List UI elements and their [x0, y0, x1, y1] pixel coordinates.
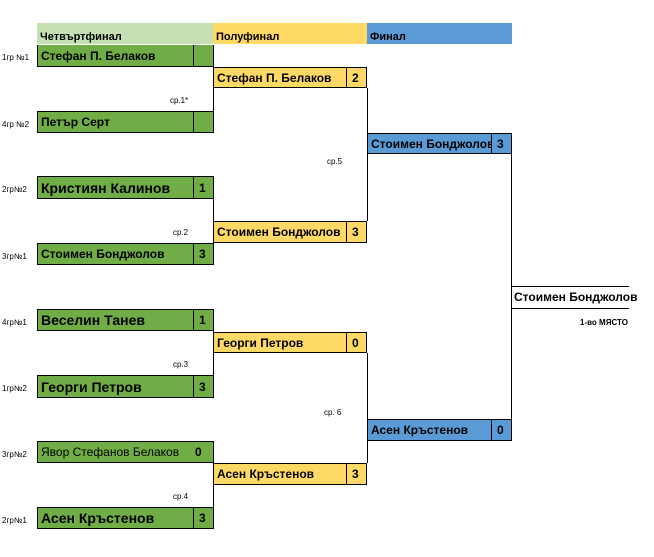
bracket-line	[213, 331, 214, 375]
player-score: 3	[193, 376, 213, 397]
bracket-line	[511, 308, 629, 309]
player-score: 3	[346, 222, 366, 242]
quarterfinal-entry: Стоимен Бонджолов 3	[37, 243, 214, 265]
player-score: 3	[193, 508, 213, 528]
bracket-line	[367, 88, 368, 221]
bracket-line	[367, 353, 368, 463]
player-score: 1	[193, 310, 213, 330]
player-name: Стефан П. Белаков	[217, 70, 332, 85]
player-name: Стоимен Бонджолов	[217, 225, 341, 239]
match-label: ср.2	[173, 228, 189, 237]
player-name: Асен Кръстенов	[41, 510, 155, 526]
seed-label: 1гр№2	[2, 384, 27, 393]
seed-label: 2гр№2	[2, 185, 27, 194]
quarterfinal-entry: Георги Петров 3	[37, 375, 214, 398]
seed-label: 4гр№1	[2, 318, 27, 327]
player-score: 0	[346, 333, 366, 352]
quarterfinal-entry: Петър Серт	[37, 111, 214, 133]
match-label: ср.3	[173, 360, 189, 369]
player-score: 2	[346, 68, 366, 87]
player-name: Георги Петров	[41, 378, 142, 395]
bracket-line	[213, 463, 214, 507]
player-score: 0	[195, 445, 202, 459]
match-label: ср.4	[173, 492, 189, 501]
player-score	[193, 45, 213, 66]
semifinal-entry: Стефан П. Белаков 2	[213, 67, 367, 88]
header-quarterfinal: Четвъртфинал	[37, 23, 213, 44]
player-score: 3	[346, 464, 366, 484]
player-name: Асен Кръстенов	[371, 423, 469, 437]
champion-place: 1-во МЯСТО	[580, 318, 628, 327]
player-score: 0	[491, 420, 511, 440]
player-name: Стоимен Бонджолов	[371, 136, 491, 151]
player-name: Стоимен Бонджолов	[41, 247, 165, 261]
player-name: Стефан П. Белаков	[41, 48, 156, 63]
final-entry: Асен Кръстенов 0	[367, 419, 512, 441]
seed-label: 2гр№1	[2, 516, 27, 525]
player-score	[193, 112, 213, 132]
header-final: Финал	[367, 23, 512, 44]
header-semifinal: Полуфинал	[213, 23, 367, 44]
seed-label: 3гр№1	[2, 252, 27, 261]
match-label: ср. 6	[324, 408, 342, 417]
champion-name: Стоимен Бонджолов	[514, 290, 638, 304]
player-score: 3	[491, 134, 511, 153]
final-entry: Стоимен Бонджолов 3	[367, 133, 512, 154]
quarterfinal-entry: Стефан П. Белаков	[37, 45, 214, 67]
quarterfinal-entry: Асен Кръстенов 3	[37, 507, 214, 529]
seed-label: 4гр №2	[2, 120, 30, 129]
bracket-line	[511, 286, 629, 287]
seed-label: 3гр№2	[2, 450, 27, 459]
player-name: Петър Серт	[41, 115, 110, 129]
player-score: 3	[193, 244, 213, 264]
quarterfinal-entry: Явор Стефанов Белаков 0	[37, 441, 214, 463]
seed-label: 1гр №1	[2, 53, 30, 62]
semifinal-entry: Георги Петров 0	[213, 332, 367, 353]
player-name: Асен Кръстенов	[217, 467, 315, 481]
bracket-line	[213, 67, 214, 111]
player-name: Веселин Танев	[41, 312, 145, 328]
quarterfinal-entry: Кристиян Калинов 1	[37, 176, 214, 199]
player-name: Явор Стефанов Белаков	[41, 445, 180, 459]
quarterfinal-entry: Веселин Танев 1	[37, 309, 214, 331]
player-name: Георги Петров	[217, 335, 304, 350]
player-score: 1	[193, 177, 213, 198]
semifinal-entry: Стоимен Бонджолов 3	[213, 221, 367, 243]
match-label: ср.5	[327, 157, 343, 166]
match-label: ср.1*	[170, 96, 189, 105]
player-name: Кристиян Калинов	[41, 179, 171, 196]
semifinal-entry: Асен Кръстенов 3	[213, 463, 367, 485]
